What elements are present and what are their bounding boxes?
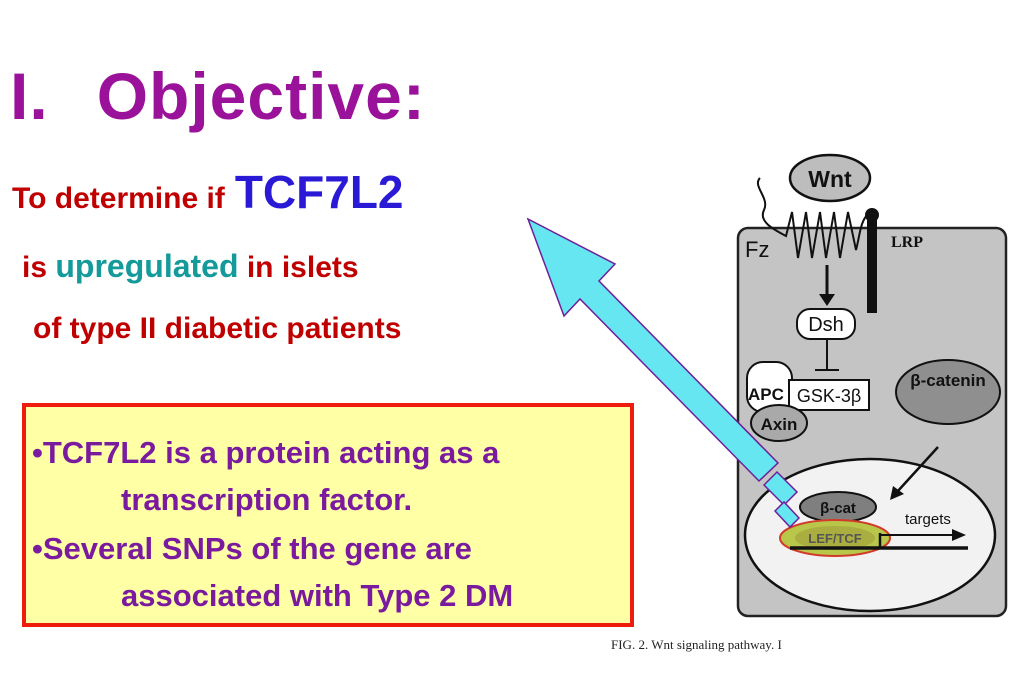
- bullet-1: •TCF7L2 is a protein acting as a: [32, 435, 500, 470]
- beta-catenin-label: β-catenin: [910, 371, 986, 390]
- dsh-box: [796, 308, 856, 340]
- targets-label: targets: [905, 511, 951, 528]
- wnt-ligand: [788, 153, 872, 203]
- objective-highlight: upregulated: [55, 248, 239, 284]
- bullet-2-continuation: associated with Type 2 DM: [121, 578, 514, 613]
- dsh-label: Dsh: [808, 314, 844, 336]
- fz-label: Fz: [745, 237, 769, 262]
- objective-line-3: of type II diabetic patients: [33, 312, 402, 345]
- pointer-arrow-body: [526, 217, 780, 483]
- objective-line-2: is upregulated in islets: [22, 248, 359, 285]
- objective-line-1: To determine if TCF7L2: [12, 165, 404, 219]
- lef-tcf-label: LEF/TCF: [808, 531, 861, 546]
- transcription-arrowhead: [952, 529, 966, 541]
- arrow-to-nucleus: [896, 446, 939, 493]
- pointer-arrow-dash-1: [762, 470, 799, 507]
- heading-number: I.: [10, 59, 49, 133]
- slide-heading: I. Objective:: [10, 58, 426, 134]
- frizzled-receptor: [757, 177, 869, 259]
- beta-cat-label: β-cat: [820, 500, 856, 517]
- beta-catenin-oval: [895, 359, 1001, 425]
- objective-is: is: [22, 251, 48, 284]
- wnt-label: Wnt: [808, 166, 852, 192]
- lrp-label: LRP: [891, 234, 923, 251]
- bullet-1-continuation: transcription factor.: [121, 482, 413, 517]
- bullet-2: •Several SNPs of the gene are: [32, 531, 472, 566]
- lrp-coreceptor: [867, 218, 877, 313]
- pointer-arrow-dash-2: [773, 500, 801, 529]
- objective-prefix: To determine if: [12, 182, 225, 215]
- arrowhead-to-nucleus: [890, 486, 904, 500]
- axin-label: Axin: [761, 415, 798, 434]
- heading-title: Objective:: [96, 59, 426, 133]
- objective-islets: in islets: [246, 251, 359, 284]
- gsk-box: [788, 379, 870, 411]
- figure-caption: FIG. 2. Wnt signaling pathway. I: [611, 637, 782, 652]
- gene-name: TCF7L2: [234, 166, 404, 218]
- axin-oval: [750, 404, 808, 442]
- lef-tcf-oval: [795, 526, 875, 550]
- apc-label: APC: [748, 385, 784, 404]
- arrowhead-fz-dsh: [819, 294, 835, 306]
- wnt-pathway-diagram: Wnt LRP Fz Dsh APC GSK-3β Axin β-catenin…: [736, 153, 1008, 618]
- gsk-label: GSK-3β: [797, 386, 861, 406]
- info-box: •TCF7L2 is a protein acting as a transcr…: [22, 403, 634, 627]
